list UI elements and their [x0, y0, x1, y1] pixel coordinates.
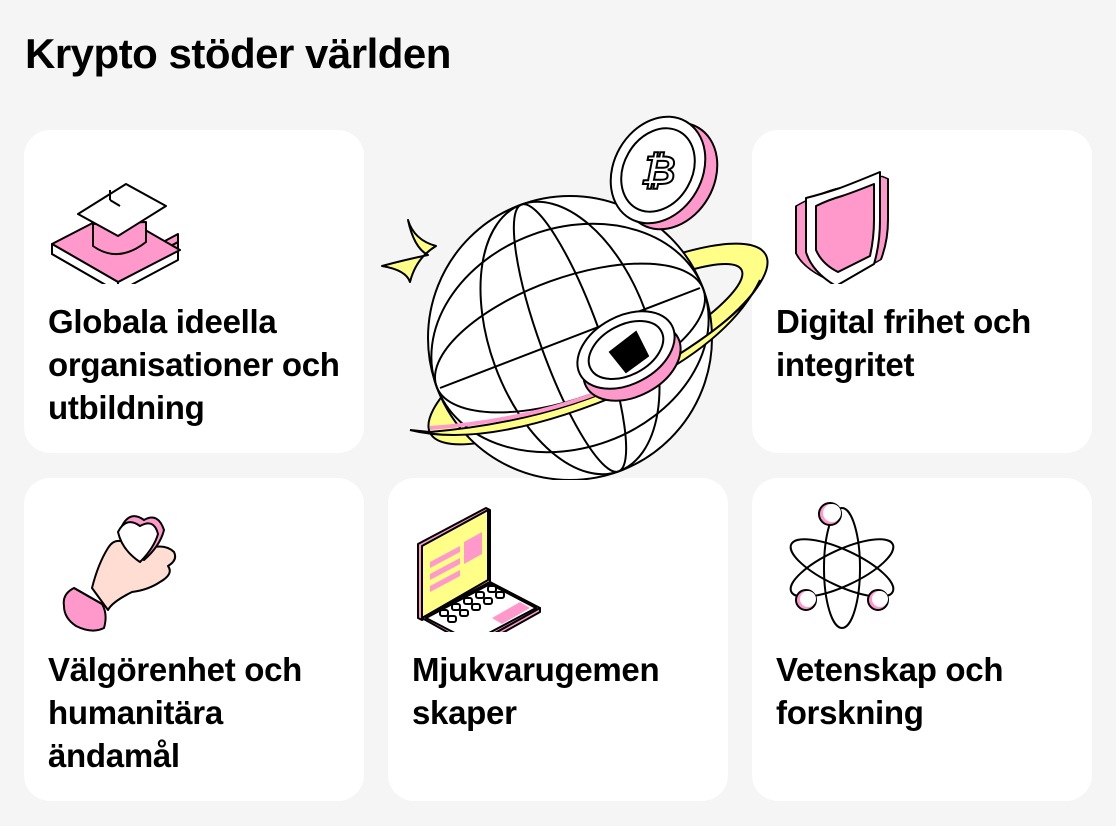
card-label: Välgörenhet och humanitära ändamål [48, 651, 303, 774]
bitcoin-coin-icon: ₿ [609, 115, 719, 231]
ethereum-coin-icon [576, 310, 682, 402]
card-education: Globala ideella organisationer och utbil… [24, 130, 364, 453]
card-label: Mjukvarugemen skaper [412, 651, 660, 731]
hero-illustration: ₿ [381, 115, 769, 480]
card-privacy: Digital frihet och integritet [752, 130, 1092, 453]
card-charity: Välgörenhet och humanitära ändamål [24, 478, 364, 801]
svg-text:₿: ₿ [640, 148, 675, 194]
shield-icon [795, 171, 889, 284]
laptop-icon [417, 507, 541, 632]
card-label: Globala ideella organisationer och utbil… [48, 303, 340, 426]
graduation-book-icon [51, 183, 181, 284]
card-label: Vetenskap och forskning [776, 651, 1004, 731]
hand-heart-icon [62, 515, 177, 632]
card-software: Mjukvarugemen skaper [388, 478, 728, 801]
card-label: Digital frihet och integritet [776, 303, 1031, 383]
atom-icon [789, 502, 895, 629]
card-science: Vetenskap och forskning [752, 478, 1092, 801]
page-title: Krypto stöder världen [25, 30, 451, 77]
sparkle-icon [381, 219, 437, 283]
